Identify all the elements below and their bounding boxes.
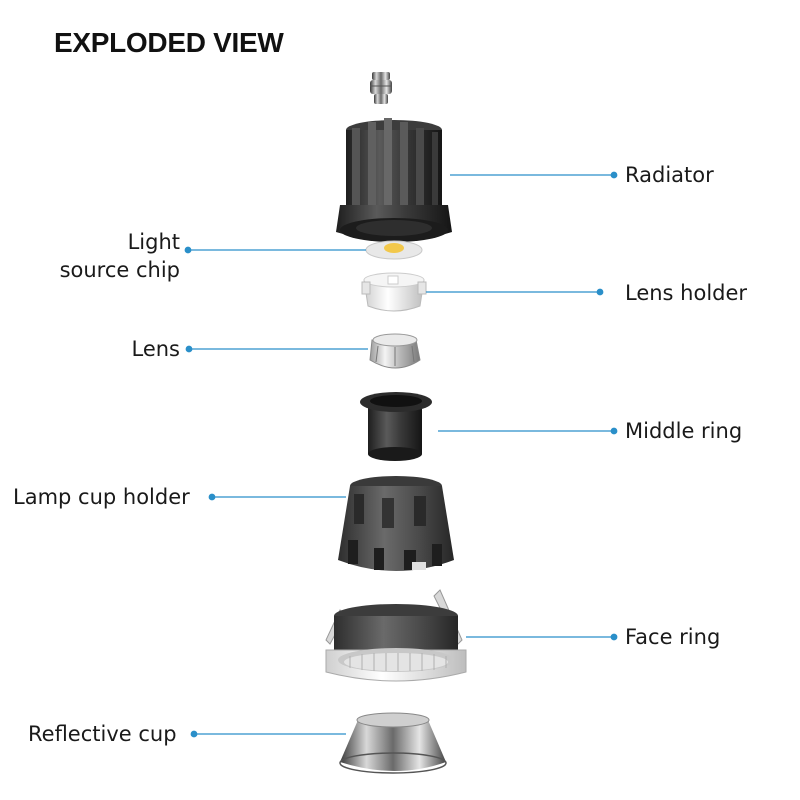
label-lens: Lens [131,337,180,361]
middle-ring-part [360,392,432,461]
leader-reflective-cup [190,730,346,738]
leader-face-ring [466,633,618,641]
leader-lens-holder [426,288,604,296]
label-radiator: Radiator [625,163,714,187]
page-title: EXPLODED VIEW [54,27,284,58]
label-middle-ring: Middle ring [625,419,743,443]
leader-radiator [450,171,618,179]
label-light-source-chip-line1: Light [127,230,180,254]
lens-part [369,333,421,369]
leader-light-source-chip [184,246,366,254]
label-lens-holder: Lens holder [625,281,748,305]
reflective-cup-part [339,712,447,774]
label-lamp-cup-holder: Lamp cup holder [13,485,190,509]
light-source-chip-part [365,240,423,260]
radiator-part [336,118,452,242]
leader-lens [185,345,368,353]
connector-part [370,72,392,104]
leader-middle-ring [438,427,618,435]
label-face-ring: Face ring [625,625,721,649]
label-reflective-cup: Reflective cup [28,722,177,746]
face-ring-part [325,589,467,682]
label-light-source-chip-line2: source chip [59,258,180,282]
leader-lines [184,171,618,738]
lens-holder-part [361,272,427,312]
leader-lamp-cup-holder [208,493,346,501]
lamp-cup-holder-part [338,476,454,571]
